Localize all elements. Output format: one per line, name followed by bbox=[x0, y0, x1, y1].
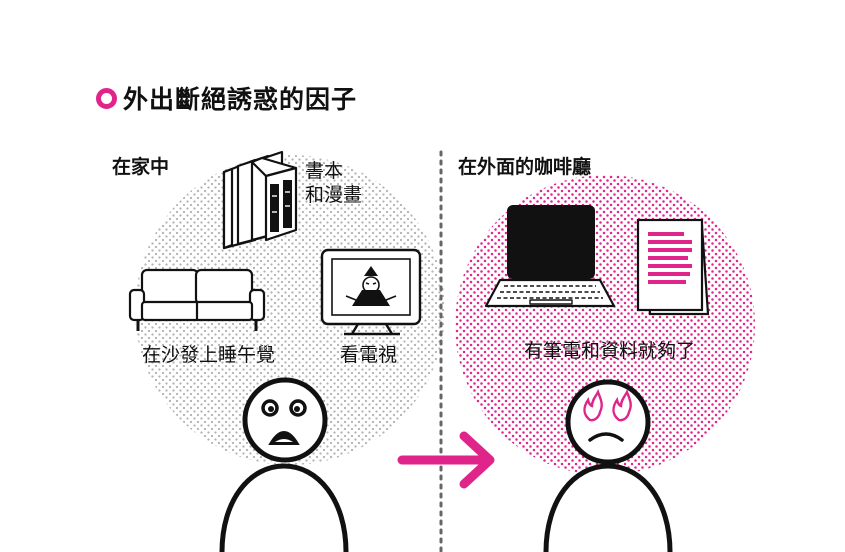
section-title-text: 外出斷絕誘惑的因子 bbox=[123, 80, 357, 116]
section-title: 外出斷絕誘惑的因子 bbox=[96, 80, 357, 116]
circle-bullet-icon bbox=[96, 88, 117, 109]
cafe-items-label: 有筆電和資料就夠了 bbox=[524, 336, 695, 363]
document-icon bbox=[638, 220, 708, 314]
home-heading: 在家中 bbox=[112, 152, 169, 179]
sofa-label: 在沙發上睡午覺 bbox=[142, 340, 275, 367]
cafe-heading: 在外面的咖啡廳 bbox=[458, 152, 591, 179]
tv-icon bbox=[322, 250, 420, 334]
books-label-line1: 書本 bbox=[305, 156, 343, 183]
arrow-right-icon bbox=[402, 436, 490, 484]
tv-label: 看電視 bbox=[340, 340, 397, 367]
books-label-line2: 和漫畫 bbox=[305, 180, 362, 207]
